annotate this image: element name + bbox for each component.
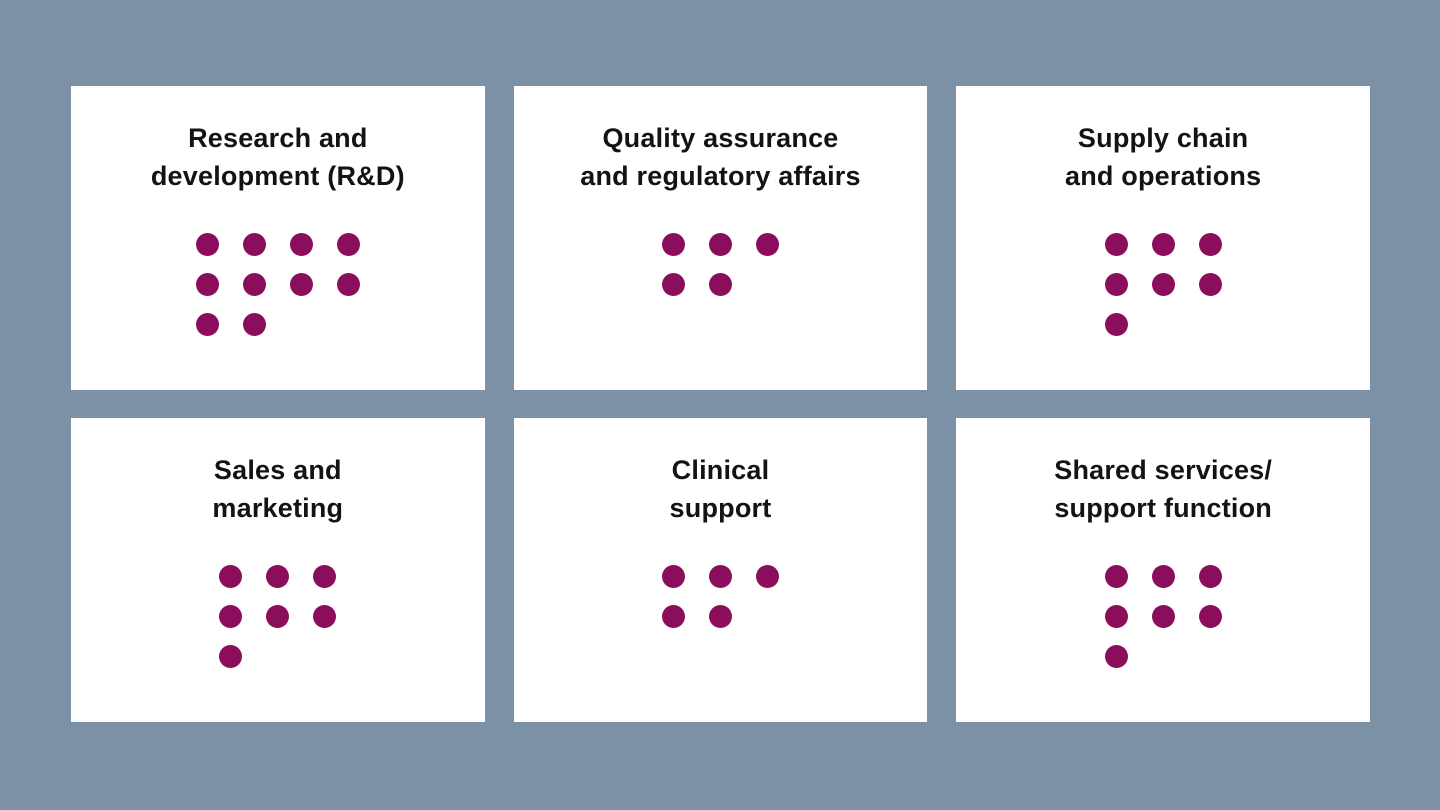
- dot: [1151, 605, 1175, 628]
- dot: [289, 233, 313, 256]
- dot-row: [661, 565, 779, 588]
- dot: [1151, 273, 1175, 296]
- dot: [661, 605, 685, 628]
- dot-row: [219, 605, 337, 628]
- card-title: Shared services/ support function: [1054, 455, 1273, 523]
- dot-matrix: [661, 565, 779, 628]
- card-shared-services-support-function: Shared services/ support function: [956, 418, 1370, 722]
- dot: [661, 565, 685, 588]
- dot: [755, 233, 779, 256]
- dot: [661, 233, 685, 256]
- dot: [1104, 233, 1128, 256]
- dot-matrix: [219, 565, 337, 668]
- dot-matrix: [661, 233, 779, 296]
- dot-row: [1104, 313, 1128, 336]
- dot: [242, 233, 266, 256]
- dot: [242, 273, 266, 296]
- dot-row: [219, 645, 243, 668]
- dot-row: [1104, 605, 1222, 628]
- card-quality-assurance-regulatory-affairs: Quality assurance and regulatory affairs: [513, 86, 928, 390]
- dot: [1198, 273, 1222, 296]
- dot: [708, 565, 732, 588]
- dot-row: [195, 273, 360, 296]
- dot-row: [1104, 565, 1222, 588]
- card-title: Sales and marketing: [212, 455, 344, 523]
- dot: [242, 313, 266, 336]
- dot-row: [195, 233, 360, 256]
- card-title: Supply chain and operations: [1064, 123, 1262, 191]
- dot: [1104, 605, 1128, 628]
- dot-matrix: [1104, 565, 1222, 668]
- dot: [195, 273, 219, 296]
- dot-row: [661, 233, 779, 256]
- dot: [1104, 645, 1128, 668]
- dot: [219, 565, 243, 588]
- dot-row: [1104, 645, 1128, 668]
- card-sales-marketing: Sales and marketing: [71, 418, 485, 722]
- dot: [1104, 565, 1128, 588]
- dot: [313, 605, 337, 628]
- dot: [289, 273, 313, 296]
- dot: [195, 233, 219, 256]
- dot: [266, 605, 290, 628]
- dot-row: [1104, 233, 1222, 256]
- dot-row: [1104, 273, 1222, 296]
- dot-row: [661, 605, 732, 628]
- card-title: Quality assurance and regulatory affairs: [580, 123, 861, 191]
- dot: [1151, 233, 1175, 256]
- dot: [313, 565, 337, 588]
- card-clinical-support: Clinical support: [513, 418, 928, 722]
- dot: [1104, 313, 1128, 336]
- dot-matrix: [195, 233, 360, 336]
- dot-row: [219, 565, 337, 588]
- card-supply-chain-operations: Supply chain and operations: [956, 86, 1370, 390]
- dot: [708, 233, 732, 256]
- dot: [661, 273, 685, 296]
- dot: [219, 645, 243, 668]
- dot-row: [195, 313, 266, 336]
- card-title: Research and development (R&D): [150, 123, 405, 191]
- dot: [708, 605, 732, 628]
- dot: [1104, 273, 1128, 296]
- cards-grid: Research and development (R&D) Quality a…: [71, 86, 1370, 722]
- dot: [755, 565, 779, 588]
- card-title: Clinical support: [669, 455, 772, 523]
- dot: [1151, 565, 1175, 588]
- dot: [266, 565, 290, 588]
- dot: [1198, 233, 1222, 256]
- dot: [195, 313, 219, 336]
- dot: [336, 273, 360, 296]
- card-research-and-development: Research and development (R&D): [71, 86, 485, 390]
- dot: [1198, 565, 1222, 588]
- dot-row: [661, 273, 732, 296]
- dot: [708, 273, 732, 296]
- dot: [1198, 605, 1222, 628]
- dot: [336, 233, 360, 256]
- dot-matrix: [1104, 233, 1222, 336]
- dot: [219, 605, 243, 628]
